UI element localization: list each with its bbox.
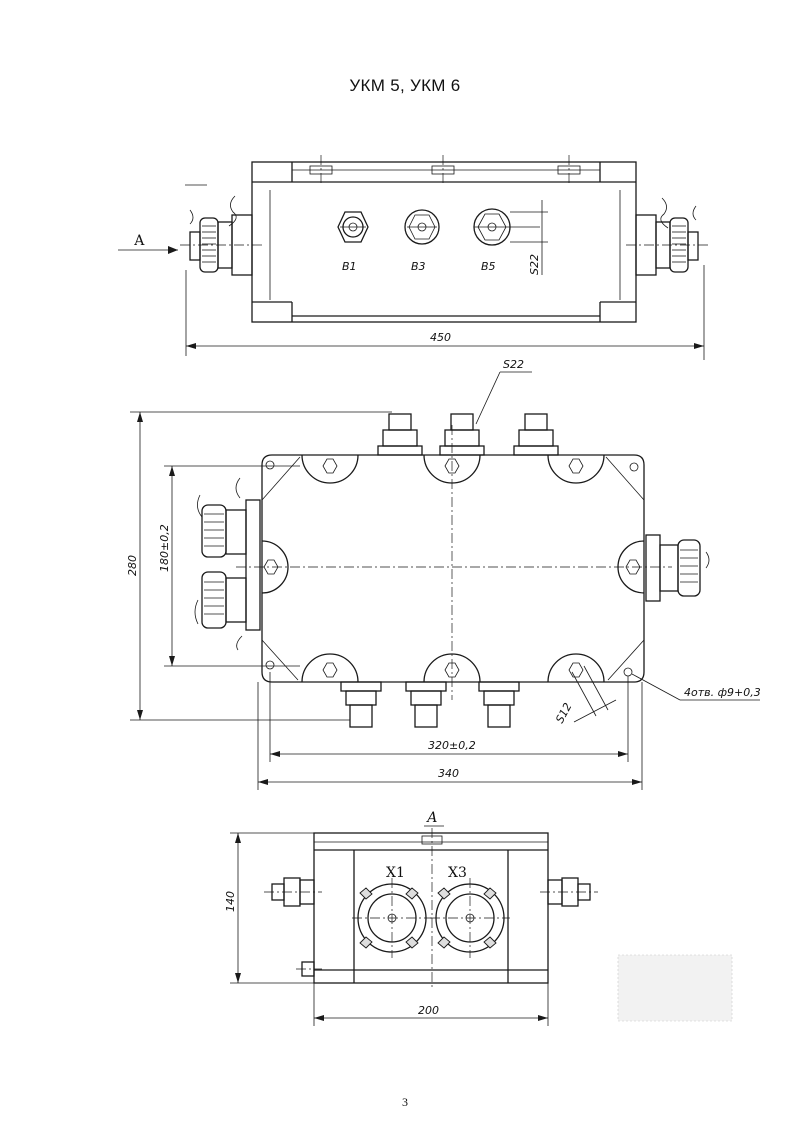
side-right-nut [540,877,598,907]
plan-right-gland [645,534,710,602]
plan-view: S22 [126,358,761,790]
top-width-dim: 450 [430,331,451,344]
plan-nut-size: S22 [503,358,524,371]
faded-stamp [617,954,733,1022]
page-number: 3 [402,1095,408,1109]
plan-hole-note: 4отв. ф9+0,3 [684,686,761,699]
plan-mount-spacing-vertical: 180±0,2 [158,524,171,572]
side-height-dim: 140 [224,891,237,912]
connector-label-x3: Х3 [448,865,467,881]
plan-width-total: 340 [438,767,459,780]
plan-height-total: 280 [126,555,139,576]
connector-x3 [430,878,510,958]
nut-b1 [337,211,369,243]
connector-label-x1: Х1 [386,865,405,881]
hole-label-b1: В1 [342,260,357,273]
top-vertical-dim: S22 [528,254,541,275]
right-cable-gland [626,197,708,276]
left-cable-gland [180,195,262,276]
side-view: А [224,810,598,1026]
side-view-label: А [426,810,438,826]
drawing-title: УКМ 5, УКМ 6 [349,76,461,95]
nut-b3 [404,209,440,245]
view-arrow-label: А [134,233,145,249]
plan-body [261,454,645,683]
plan-bottom-nuts [340,681,520,728]
side-width-dim: 200 [418,1004,439,1017]
hole-label-b3: В3 [411,260,426,273]
top-view: В1 В3 В5 S22 [118,155,708,360]
nut-b5 [473,208,540,246]
plan-top-nuts [377,413,559,456]
plan-left-glands [194,477,261,651]
plan-wrench-size: S12 [553,701,574,726]
top-view-body [251,161,637,323]
plan-mount-spacing-horizontal: 320±0,2 [428,739,476,752]
hole-label-b5: В5 [481,260,496,273]
connector-x1 [352,878,432,958]
side-view-body [313,832,549,984]
side-left-nut [264,877,322,977]
